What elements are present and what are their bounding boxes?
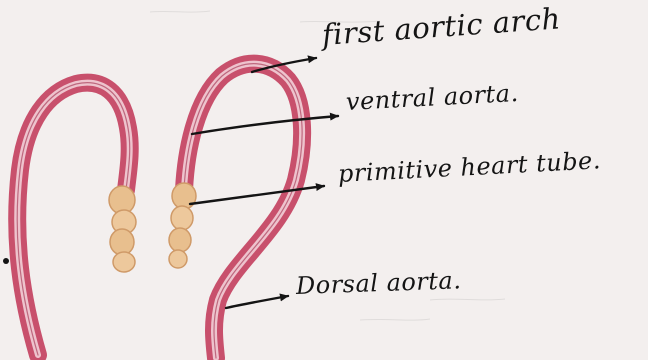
arrow-ventral-aorta — [192, 116, 338, 134]
right-heart-tube — [169, 183, 196, 268]
arrow-primitive-heart-tube — [190, 186, 324, 204]
arrow-dorsal-aorta — [226, 296, 288, 308]
ink-dot — [3, 258, 9, 264]
right-vessel-lumen — [184, 64, 302, 358]
right-vessel-loop — [184, 64, 302, 358]
label-dorsal-aorta: Dorsal aorta. — [296, 266, 462, 300]
left-heart-tube — [109, 186, 136, 272]
